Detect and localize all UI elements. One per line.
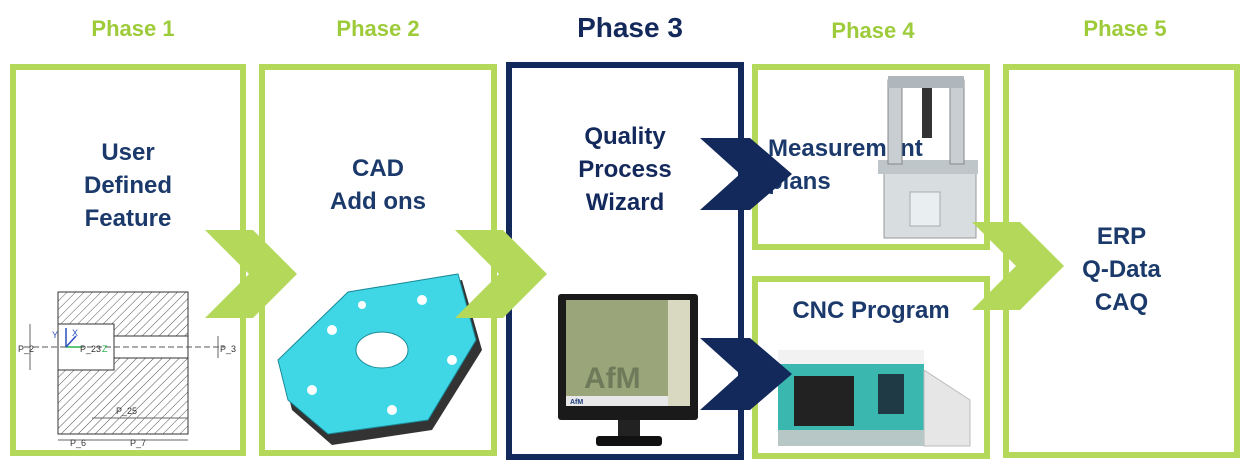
label-p2: P_2 — [18, 344, 34, 354]
cad-part-icon — [277, 273, 482, 445]
monitor-icon: AfM AfM — [558, 294, 698, 446]
cmm-machine-icon — [878, 76, 978, 239]
phase-5-text: ERP Q-Data CAQ — [1082, 223, 1161, 316]
phase-5-label: Phase 5 — [1083, 16, 1167, 41]
chevron-3-icon — [972, 222, 1064, 310]
feature-drawing-icon: P_2 P_3 P_23 P_25 P_6 P_7 Y X Z — [18, 291, 236, 448]
label-p6: P_6 — [70, 438, 86, 448]
phase-4-cnc-text: CNC Program — [792, 297, 950, 324]
label-z: Z — [102, 344, 108, 354]
phase-2-text: CAD Add ons — [330, 155, 426, 215]
navy-chevron-top-icon — [700, 138, 792, 210]
label-x: X — [72, 328, 78, 338]
monitor-small-logo: AfM — [570, 399, 583, 406]
label-p25: P_25 — [116, 406, 137, 416]
phase-2-label: Phase 2 — [336, 16, 420, 41]
chevron-2-icon — [455, 230, 547, 318]
label-p23: P_23 — [80, 344, 101, 354]
phase-3-text: Quality Process Wizard — [578, 123, 672, 216]
phase-1-label: Phase 1 — [91, 16, 175, 41]
label-p3: P_3 — [220, 344, 236, 354]
phase-4-label: Phase 4 — [831, 18, 915, 43]
phase-1-text: User Defined Feature — [83, 139, 172, 232]
navy-chevron-bottom-icon — [700, 338, 792, 410]
cnc-lathe-icon — [778, 350, 971, 447]
label-y: Y — [52, 330, 58, 340]
label-p7: P_7 — [130, 438, 146, 448]
monitor-logo: AfM — [584, 362, 641, 395]
phase-3-label: Phase 3 — [577, 12, 683, 43]
chevron-1-icon — [205, 230, 297, 318]
